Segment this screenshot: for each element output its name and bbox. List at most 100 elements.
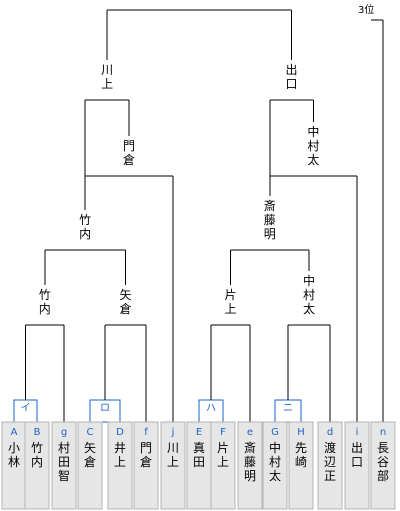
entrant-name-char: 片 [217,441,229,455]
entrant-name-char: 倉 [84,454,96,469]
entrant-name-char: 内 [31,455,43,469]
entrant-cell-bg [288,421,314,510]
winner-name-char: 口 [286,77,298,91]
entrant-name-char: 上 [114,455,126,469]
entrant-name-char: 川 [167,441,179,455]
entrant-name-char: 竹 [31,441,43,455]
entrant-code: C [87,427,94,438]
entrant-name-char: 渡 [324,440,336,455]
entrant-name-char: 上 [167,455,179,469]
entrant-cell-bg [160,421,186,510]
entrant-code: f [144,427,148,438]
entrant-name-char: 正 [324,469,336,483]
third-place-label: 3位 [358,3,374,16]
entrant-cell-bg [262,421,288,510]
entrant-name-char: 斎 [244,440,256,455]
entrant-code: d [327,427,333,438]
entrant-cell: H先崎 [288,421,314,510]
entrant-name-char: 村 [58,441,70,455]
winner-name-char: 口 [193,0,205,1]
winner-name-char: 川 [101,63,113,77]
entrant-cell-bg [107,421,133,510]
entrant-cell: E真田 [186,421,212,510]
entrant-code: B [34,427,41,438]
winner-name-char: 矢 [119,288,131,302]
entrant-cell-bg [237,421,263,510]
entrant-name-char: 村 [269,455,281,469]
winner-name-char: 明 [264,227,276,241]
entrant-cell: f門倉 [133,421,159,510]
entrant-code: j [171,427,175,438]
entrant-name-char: 辺 [324,455,336,469]
entrant-name-char: 中 [269,440,281,455]
entrant-code: e [247,427,253,438]
entrant-name-char: 真 [193,441,205,455]
entrant-name-char: 太 [269,468,281,483]
entrant-name-char: 井 [114,441,126,455]
winner-name-char: 倉 [119,301,131,316]
winner-name-char: 太 [307,152,319,167]
entrant-name-char: 藤 [244,455,256,469]
entrant-name-char: 先 [295,441,307,455]
entrant-cell: F片上 [210,421,236,510]
winner-name-char: 倉 [123,152,135,167]
entrant-code: G [271,427,279,438]
entrant-cell-bg [210,421,236,510]
entrant-name-char: 矢 [84,441,96,455]
entrant-name-char: 崎 [295,455,307,469]
winner-name-char: 上 [224,302,236,316]
winner-name-char: 上 [101,77,113,91]
entrant-cell-bg [24,421,50,510]
winner-name-char: 太 [303,301,315,316]
entrant-cell-bg [186,421,212,510]
entrant-name-char: 明 [244,469,256,483]
entrant-name-char: 林 [8,455,20,469]
winner-name-char: 竹 [79,213,91,227]
entrant-name-char: 出 [351,441,363,455]
winner-name-char: 竹 [39,288,51,302]
entrant-name-char: 倉 [140,454,152,469]
winner-name-char: 中 [303,273,315,288]
winner-name-char: 村 [303,288,315,302]
entrant-name-char: 田 [58,455,70,469]
entrant-code: n [380,427,386,438]
winner-name-char: 片 [224,288,236,302]
entrant-cell-bg [317,421,343,510]
entrant-code: H [297,427,305,438]
winner-name-char: 内 [39,302,51,316]
entrant-cell: j川上 [160,421,186,510]
bracket-lines [13,9,384,423]
pool-label: ロ [100,403,110,414]
entrant-cells: A小林B竹内g村田智C矢倉D井上f門倉j川上E真田F片上e斎藤明G中村太H先崎d… [1,421,396,510]
entrant-cell: i出口 [344,421,370,510]
entrant-code: D [116,427,124,438]
winner-name-char: 斎 [264,198,276,213]
entrant-code: i [356,427,359,438]
winner-name-char: 藤 [264,213,276,227]
entrant-code: A [11,427,18,438]
entrant-cell-bg [344,421,370,510]
entrant-name-char: 田 [193,455,205,469]
entrant-name-char: 谷 [377,455,389,469]
entrant-code: E [196,427,202,438]
entrant-cell-bg [133,421,159,510]
winner-name-char: 中 [307,124,319,139]
pool-label: ニ [283,403,293,414]
entrant-name-char: 部 [377,468,389,483]
match-labels: イロハニ竹内矢倉片上中村太竹内門倉斎藤明中村太川上出口出口 [21,0,320,414]
entrant-name-char: 長 [377,441,389,455]
winner-name-char: 出 [286,63,298,77]
entrant-name-char: 口 [351,455,363,469]
entrant-name-char: 智 [58,468,70,483]
entrant-cell: D井上 [107,421,133,510]
entrant-code: g [61,427,67,438]
entrant-cell-bg [77,421,103,510]
pool-label: ハ [206,403,216,414]
entrant-name-char: 上 [217,455,229,469]
